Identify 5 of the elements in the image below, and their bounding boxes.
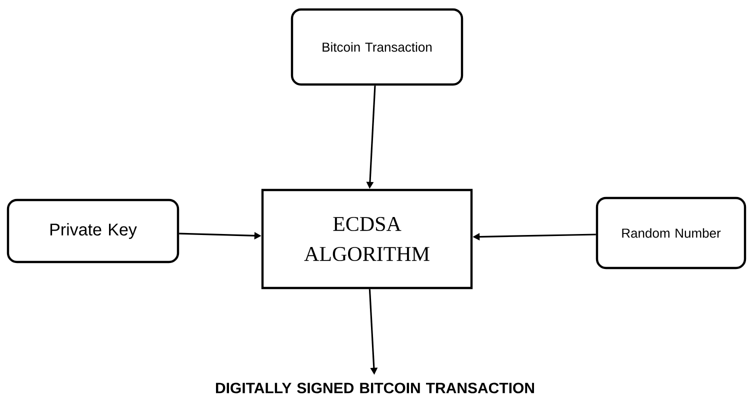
input-box: Private Key [6,198,180,264]
input-box: Bitcoin Transaction [290,8,464,86]
output-label: DIGITALLY SIGNED BITCOIN TRANSACTION [216,382,534,394]
process-box: ECDSA ALGORITHM [261,188,473,290]
input-box: Random Number [596,196,746,270]
